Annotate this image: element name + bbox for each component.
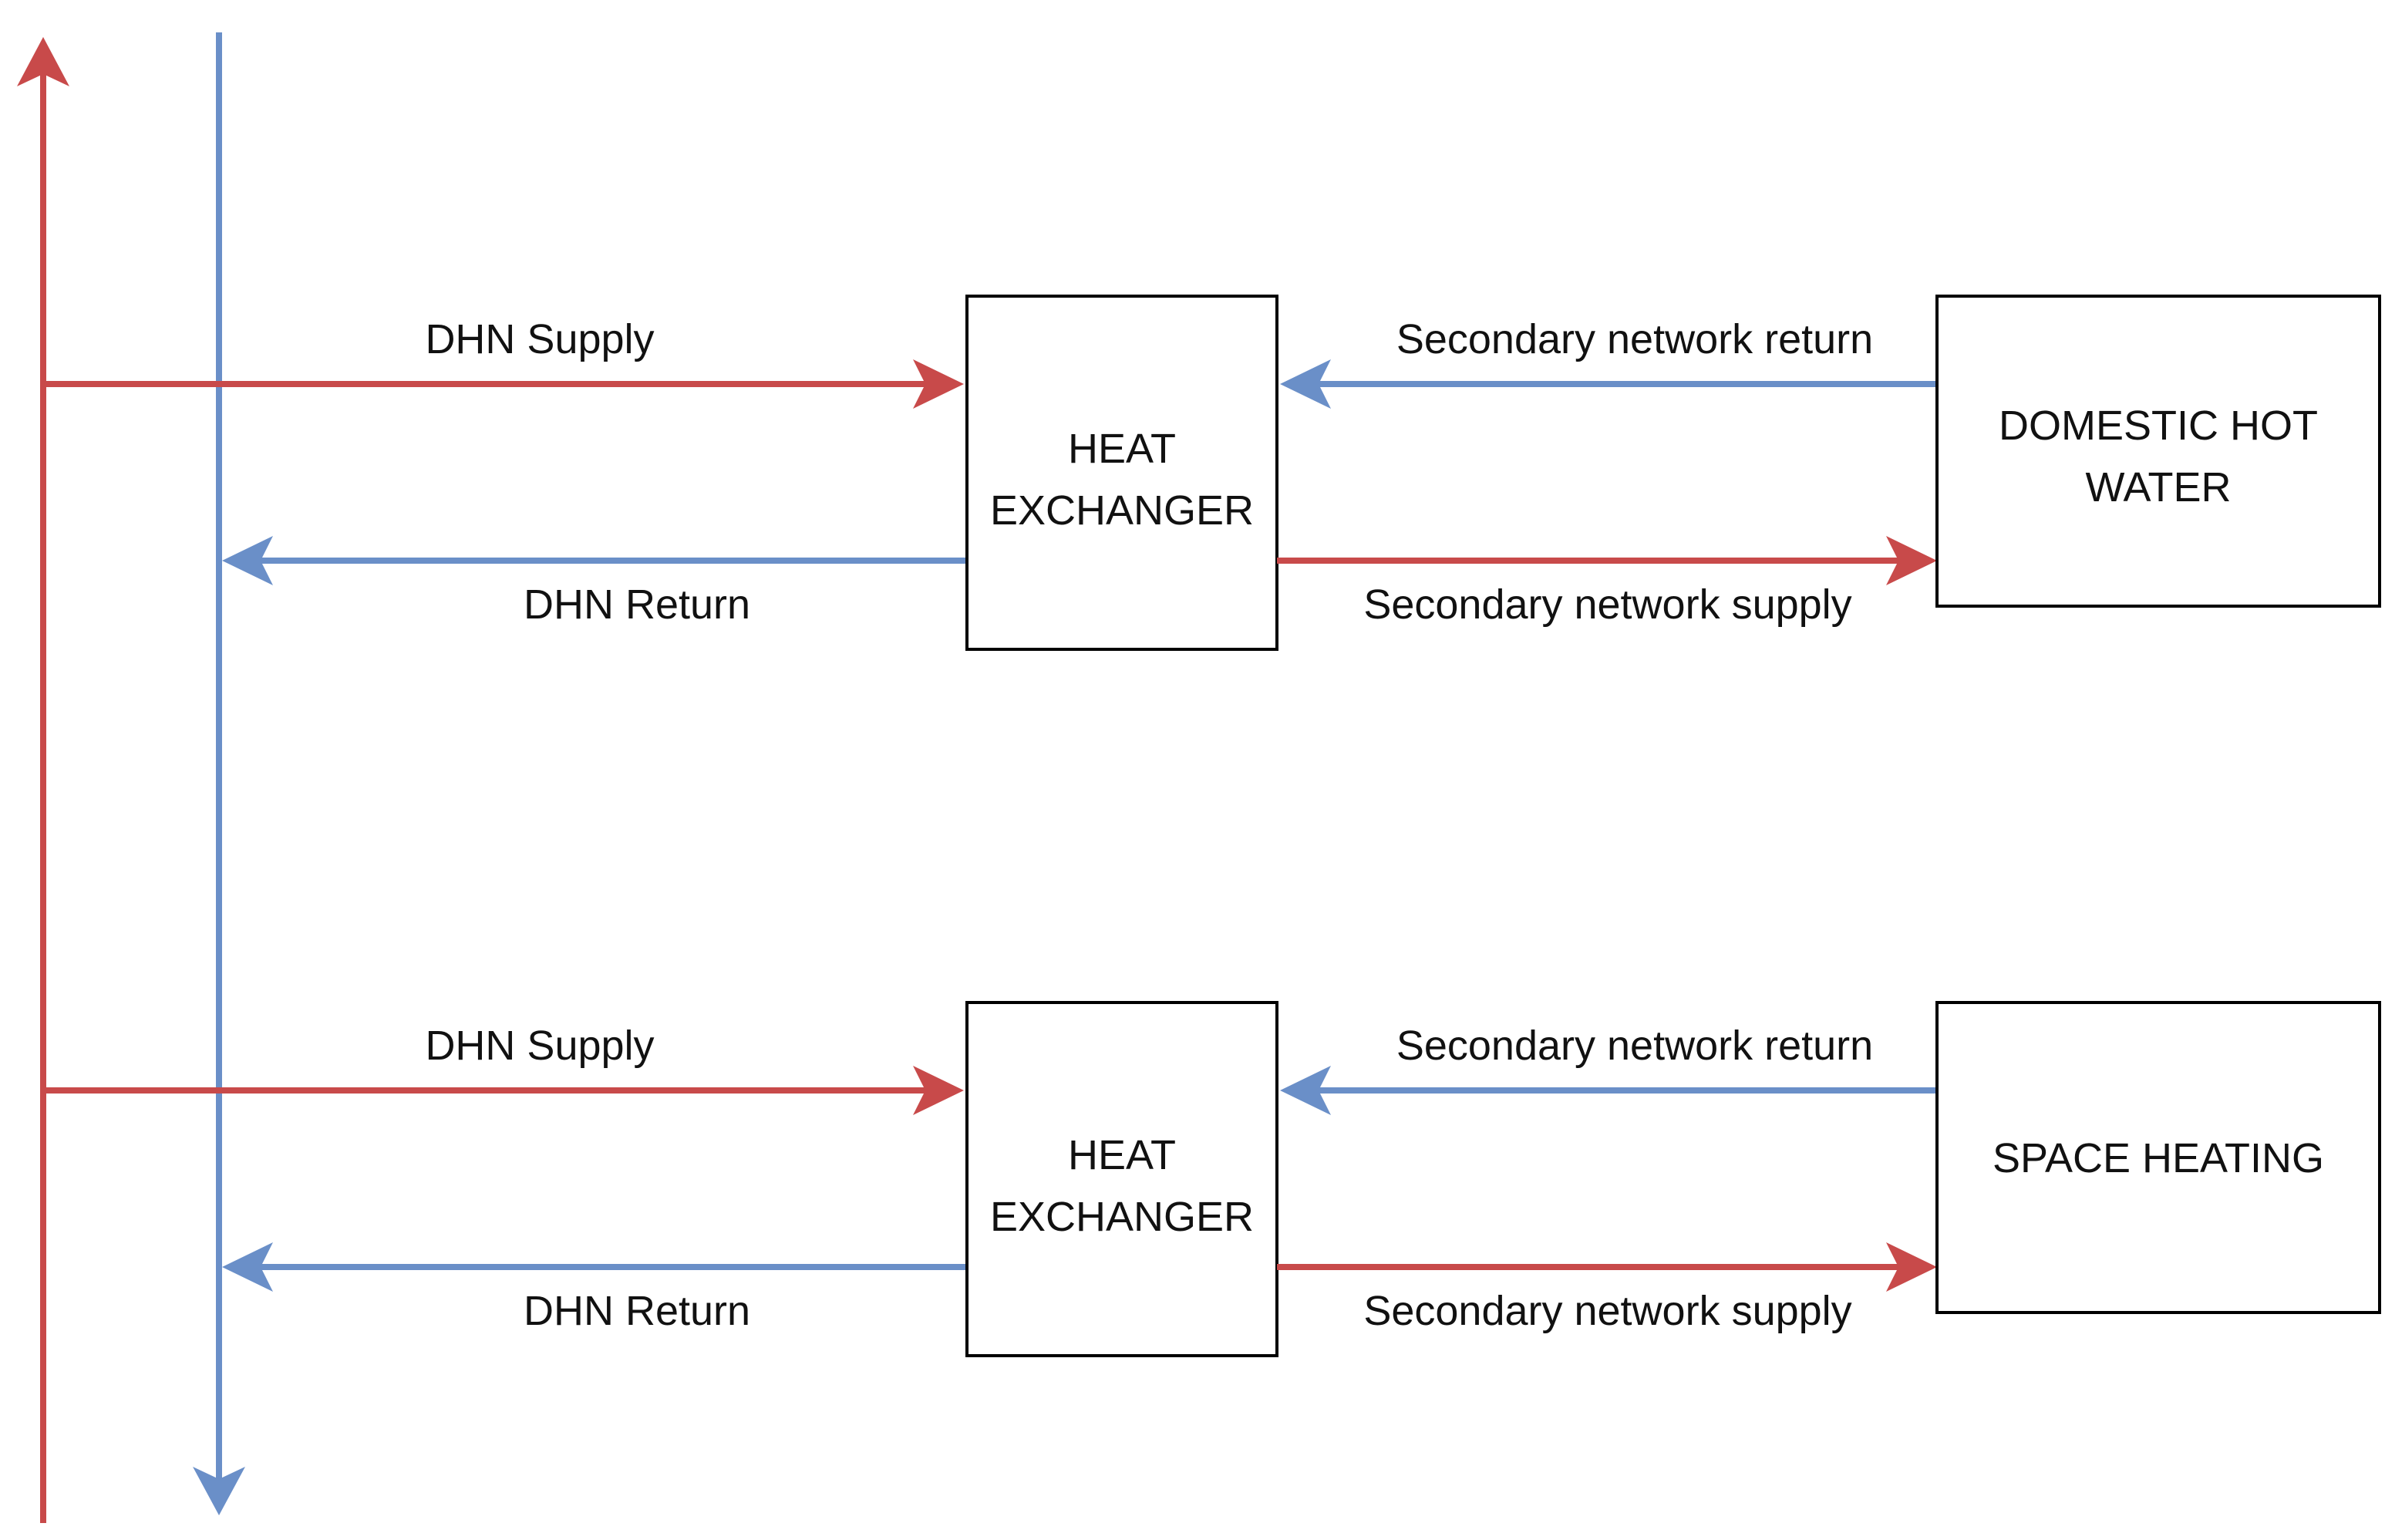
heat-exchanger-box: HEAT EXCHANGER (965, 1001, 1278, 1357)
arrowhead-right (1886, 536, 1937, 585)
dhn-supply-label: DHN Supply (425, 1023, 654, 1069)
main-return-pipe (193, 32, 245, 1515)
dhn-supply-label: DHN Supply (425, 316, 654, 362)
heat-exchanger-label-line-1: HEAT (1068, 426, 1176, 472)
dhn-supply-connection (43, 359, 964, 409)
arrowhead-right (913, 359, 964, 409)
return-arrowhead-down (193, 1467, 245, 1515)
heat-exchanger-box: HEAT EXCHANGER (965, 295, 1278, 651)
main-supply-pipe (17, 37, 69, 1523)
arrowhead-right (913, 1066, 964, 1115)
dhn-return-connection (222, 536, 967, 585)
supply-arrowhead-up (17, 37, 69, 86)
domestic-hot-water-box: DOMESTIC HOT WATER (1935, 295, 2381, 608)
dhn-return-connection (222, 1242, 967, 1292)
arrowhead-left (1280, 359, 1331, 409)
dhn-supply-connection (43, 1066, 964, 1115)
consumer-label-line-2: WATER (2086, 464, 2232, 511)
secondary-supply-label: Secondary network supply (1363, 581, 1851, 628)
secondary-return-connection (1280, 1066, 1937, 1115)
consumer-label-line-1: DOMESTIC HOT (1999, 403, 2318, 449)
unit-space-heating: DHN Supply DHN Return HEAT EXCHANGER Sec… (43, 1001, 2381, 1357)
arrowhead-left (222, 536, 273, 585)
secondary-supply-connection (1277, 1242, 1937, 1292)
unit-domestic-hot-water: DHN Supply DHN Return HEAT EXCHANGER Sec… (43, 295, 2381, 651)
heat-exchanger-label-line-2: EXCHANGER (990, 1194, 1254, 1240)
dhn-return-label: DHN Return (524, 581, 750, 628)
secondary-return-connection (1280, 359, 1937, 409)
consumer-label-line-1: SPACE HEATING (1993, 1135, 2324, 1181)
dhn-return-label: DHN Return (524, 1288, 750, 1334)
arrowhead-left (222, 1242, 273, 1292)
arrowhead-left (1280, 1066, 1331, 1115)
secondary-supply-connection (1277, 536, 1937, 585)
space-heating-box: SPACE HEATING (1935, 1001, 2381, 1314)
arrowhead-right (1886, 1242, 1937, 1292)
secondary-return-label: Secondary network return (1396, 316, 1873, 362)
heat-exchanger-label-line-2: EXCHANGER (990, 487, 1254, 534)
secondary-return-label: Secondary network return (1396, 1023, 1873, 1069)
secondary-supply-label: Secondary network supply (1363, 1288, 1851, 1334)
heat-exchanger-label-line-1: HEAT (1068, 1132, 1176, 1178)
